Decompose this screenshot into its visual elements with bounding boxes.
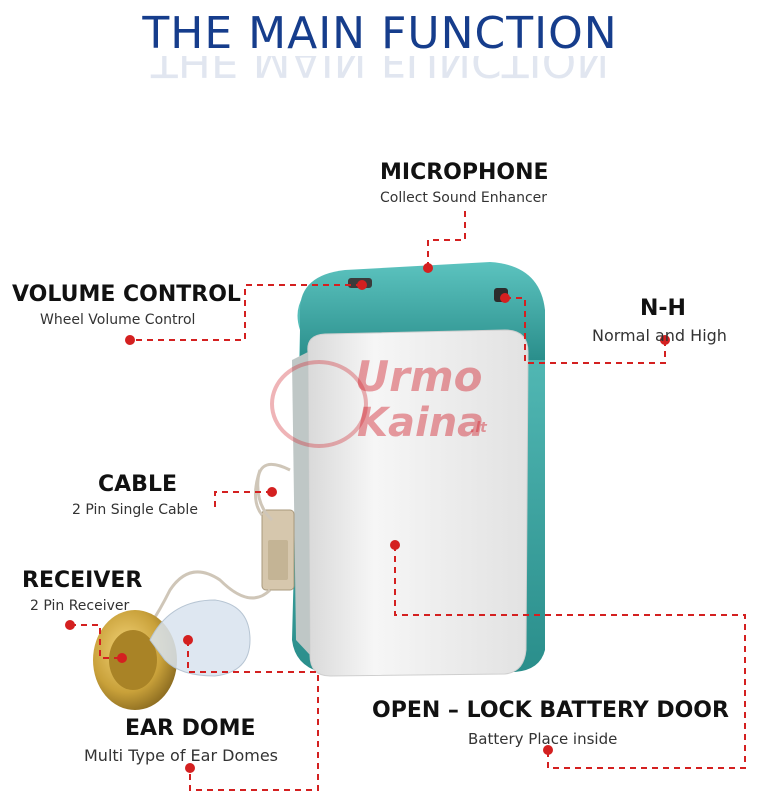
watermark-badge-icon bbox=[270, 360, 368, 448]
receiver-desc: 2 Pin Receiver bbox=[30, 598, 130, 614]
ear-dome-dot-label bbox=[185, 763, 195, 773]
volume-dot-label bbox=[125, 335, 135, 345]
cable-desc: 2 Pin Single Cable bbox=[72, 502, 198, 518]
microphone-dot bbox=[423, 263, 433, 273]
battery-dot-label bbox=[543, 745, 553, 755]
nh-label: N-H bbox=[640, 296, 686, 321]
battery-door-label: OPEN – LOCK BATTERY DOOR bbox=[372, 698, 729, 723]
ear-dome-desc: Multi Type of Ear Domes bbox=[84, 746, 278, 765]
microphone-label: MICROPHONE bbox=[380, 160, 549, 185]
nh-dot-device bbox=[500, 293, 510, 303]
cable-label: CABLE bbox=[98, 472, 177, 497]
page-title: THE MAIN FUNCTION bbox=[142, 8, 618, 59]
battery-door-desc: Battery Place inside bbox=[468, 730, 618, 748]
watermark-line1: Urmo bbox=[355, 352, 483, 401]
cable-dot bbox=[267, 487, 277, 497]
nh-desc: Normal and High bbox=[592, 326, 727, 345]
receiver-label: RECEIVER bbox=[22, 568, 143, 593]
receiver-dot-label bbox=[65, 620, 75, 630]
microphone-desc: Collect Sound Enhancer bbox=[380, 190, 548, 206]
watermark-suffix: .lt bbox=[470, 420, 487, 436]
ear-dome-label: EAR DOME bbox=[125, 716, 256, 741]
volume-control-label: VOLUME CONTROL bbox=[12, 282, 241, 307]
battery-dot-device bbox=[390, 540, 400, 550]
cable-coil bbox=[148, 462, 291, 626]
ear-dome-shape bbox=[149, 599, 251, 677]
receiver-dot-device bbox=[117, 653, 127, 663]
volume-dot-device bbox=[357, 280, 367, 290]
watermark-line2: Kaina bbox=[357, 400, 485, 446]
ear-dome-dot-device bbox=[183, 635, 193, 645]
volume-control-desc: Wheel Volume Control bbox=[40, 312, 196, 328]
nh-dot-label bbox=[660, 335, 670, 345]
